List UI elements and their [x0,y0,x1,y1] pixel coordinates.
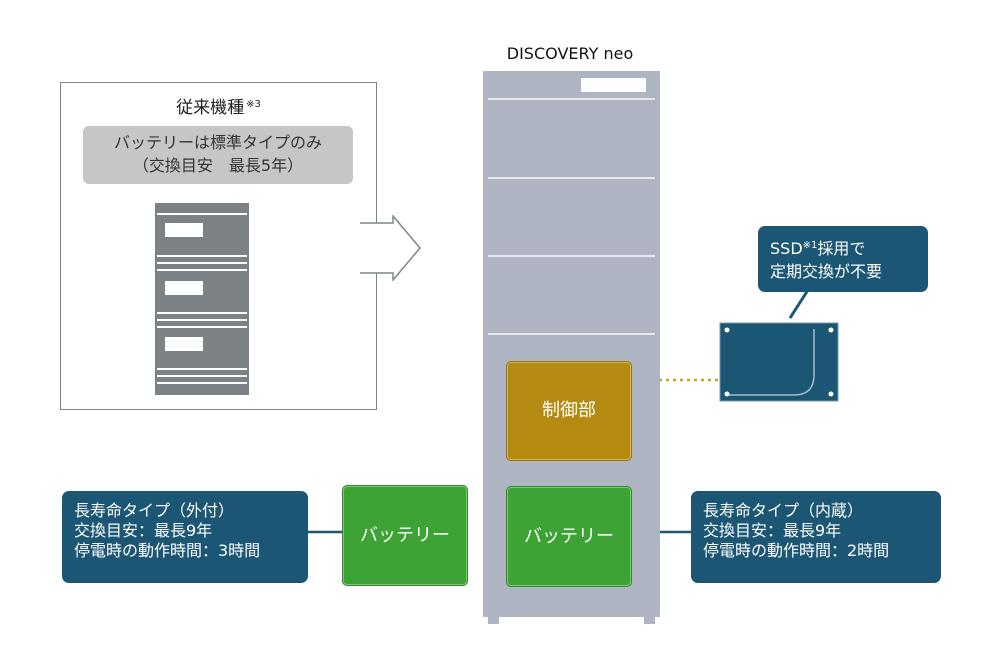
external-info-replacement: 交換目安：最長9年 [74,521,213,540]
legacy-title-text: 従来機種 [176,98,245,118]
cabinet-nameplate [581,78,646,92]
internal-info-type: 長寿命タイプ（内蔵） [703,501,864,520]
legacy-rack-illustration [155,203,249,395]
external-battery-info: 長寿命タイプ（外付） 交換目安：最長9年 停電時の動作時間：3時間 [62,491,308,583]
internal-info-replacement: 交換目安：最長9年 [703,521,842,540]
ssd-callout: SSD※1採用で 定期交換が不要 [758,226,928,292]
product-name: DISCOVERY neo [506,44,634,63]
callout-pointer [788,289,810,319]
internal-battery-block: バッテリー [506,486,632,587]
legacy-note-line1: バッテリーは標準タイプのみ [113,133,322,152]
control-unit-block: 制御部 [506,361,632,461]
external-info-type: 長寿命タイプ（外付） [74,501,235,520]
legacy-battery-note: バッテリーは標準タイプのみ （交換目安 最長5年） [83,126,353,184]
legacy-model-panel: 従来機種※3 バッテリーは標準タイプのみ （交換目安 最長5年） [60,82,377,410]
legacy-title: 従来機種※3 [61,93,376,118]
ssd-footnote-mark: ※1 [802,240,818,251]
external-info-runtime: 停電時の動作時間：3時間 [74,541,261,560]
internal-battery-info: 長寿命タイプ（内蔵） 交換目安：最長9年 停電時の動作時間：2時間 [691,491,941,583]
ssd-drive-icon [719,322,839,402]
ssd-callout-line2: 定期交換が不要 [770,262,883,281]
ssd-callout-line1: SSD※1採用で [770,239,866,258]
legacy-note-line2: （交換目安 最長5年） [132,156,304,175]
external-battery-block: バッテリー [342,485,468,586]
cabinet-foot-left [488,617,499,624]
legacy-footnote-mark: ※3 [246,99,261,110]
right-arrow-icon [360,215,421,281]
cabinet-foot-right [644,617,655,624]
internal-info-runtime: 停電時の動作時間：2時間 [703,541,890,560]
